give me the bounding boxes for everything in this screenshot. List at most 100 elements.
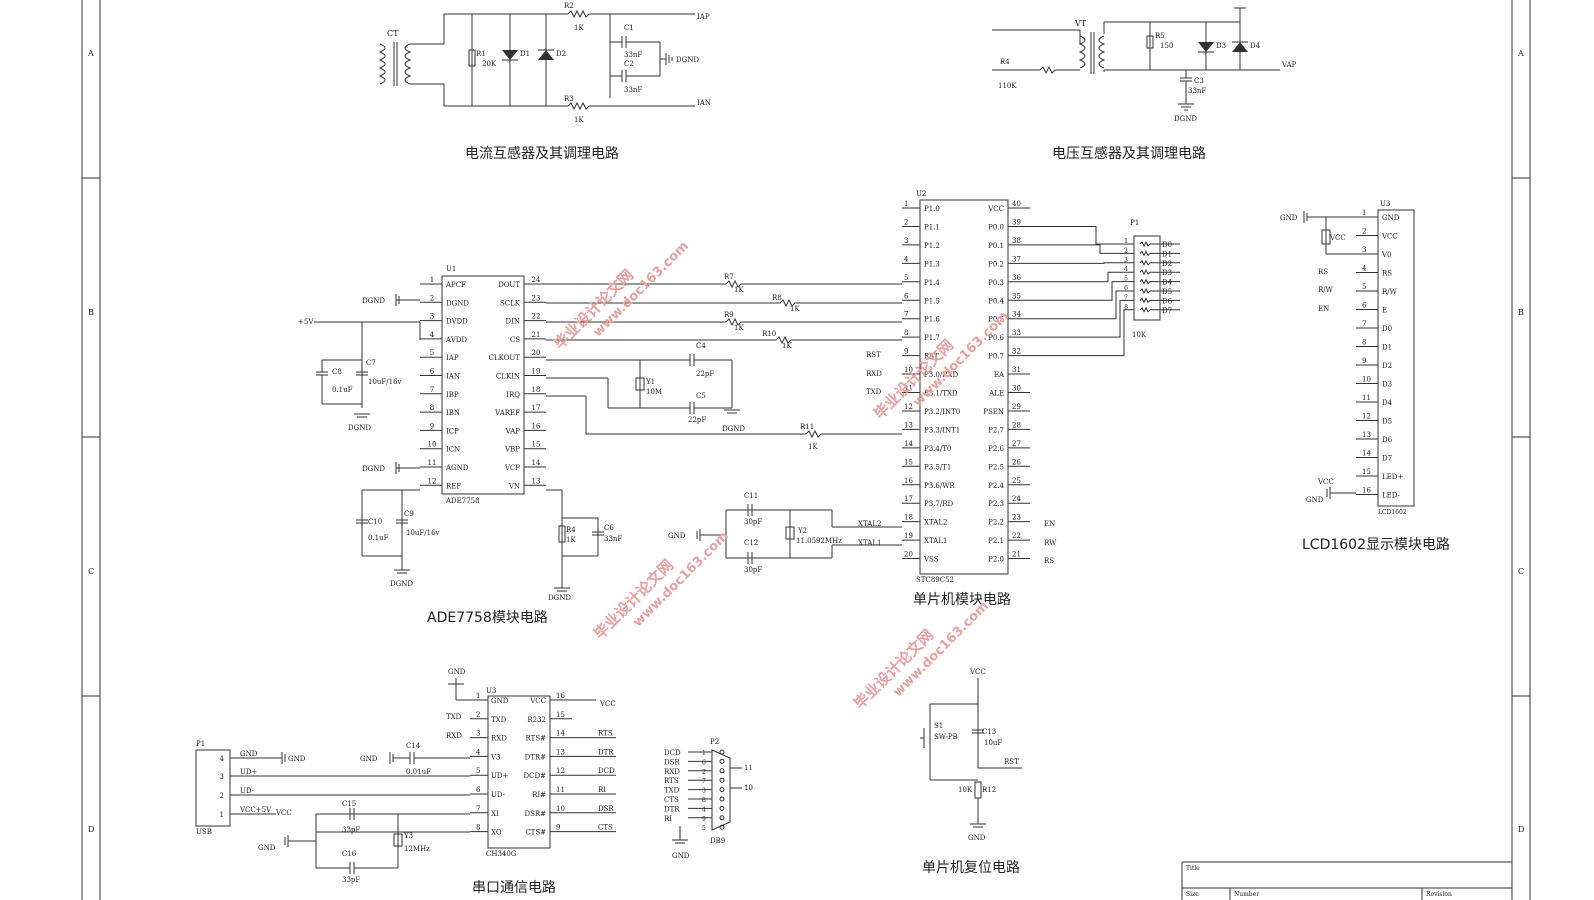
d4-ref: D4 [1250, 42, 1261, 50]
c9-value: 10uF/16v [406, 529, 440, 537]
mcu-net-rw: RW [1044, 539, 1057, 547]
db9-net-label: DTR [664, 805, 680, 813]
p1-element [1139, 297, 1151, 304]
p1-pin-number: 4 [1124, 266, 1128, 273]
mcu-pin-name: P1.5 [924, 297, 940, 305]
mcu-pin-number: 40 [1012, 200, 1021, 208]
mcu-pin-name: P3.7/RD [924, 500, 953, 508]
ch340-pin-name: XI [491, 810, 499, 818]
d3-diode [1198, 42, 1214, 52]
c2-value: 33nF [624, 86, 642, 94]
mcu-pin-number: 21 [1012, 551, 1021, 559]
mcu-pin-number: 17 [904, 495, 913, 503]
c6-value: 33nF [604, 535, 622, 543]
mcu-net-rs: RS [1044, 557, 1054, 565]
usb-pin-number: 2 [220, 792, 224, 800]
plus5v-net: +5V [298, 318, 314, 326]
p1-pin-number: 1 [1124, 238, 1128, 245]
ch340-pin-name: RI# [532, 791, 546, 799]
lcd-pin-number: 15 [1362, 468, 1371, 476]
lcd-pin-name: E [1382, 307, 1387, 315]
r12-resistor [974, 781, 982, 799]
reset-gnd: GND [968, 834, 986, 842]
y1-crystal [635, 377, 645, 391]
mcu-pin-number: 4 [904, 255, 909, 263]
mcu-pin-number: 38 [1012, 237, 1021, 245]
ch340-pin-number: 6 [476, 786, 481, 794]
ade-pin-number: 3 [430, 313, 434, 321]
y3-value: 12MHz [404, 845, 430, 853]
lcd-pin-number: 3 [1362, 246, 1366, 254]
lcd-pin-name: D4 [1382, 399, 1393, 407]
ch340-net-label: CTS [598, 824, 613, 832]
mcu-pin-name: PSEN [983, 408, 1004, 416]
r4-ref: R4 [1000, 58, 1010, 66]
y3-gnd: GND [258, 844, 276, 852]
vt-secondary-coil [1098, 35, 1106, 69]
ch340-pin-number: 3 [476, 730, 480, 738]
mcu-pin-name: VCC [987, 205, 1004, 213]
ade-pin-name: APCF [445, 281, 466, 289]
ade7758-ic [441, 275, 525, 495]
r10-ref: R10 [762, 330, 776, 338]
ade-pin-number: 14 [532, 459, 541, 467]
db9-net-label: DSR [664, 758, 680, 766]
r8-resistor [546, 298, 902, 308]
ch340-pin-name: UD- [491, 791, 506, 799]
lcd-pin-name: D1 [1382, 344, 1392, 352]
ch340-net-label: RI [598, 786, 606, 794]
db9-contact [719, 796, 725, 802]
reset-circuit: VCC S1 SW-PB C13 10uF RST R12 10K GND [920, 668, 1022, 842]
ade-pin-name: IAP [446, 354, 459, 362]
r3-value: 1K [574, 116, 584, 124]
y1-value: 10M [646, 388, 662, 396]
p1-d-net: D0 [1162, 241, 1172, 249]
ade-pin-number: 18 [532, 386, 541, 394]
title-block-revision: Revision [1426, 891, 1452, 898]
mcu-pin-name: P3.4/T0 [924, 445, 951, 453]
c11-value: 30pF [744, 518, 762, 526]
mcu-pin-number: 14 [904, 440, 913, 448]
mcu-pin-name: P0.6 [988, 334, 1004, 342]
lcd-pin-name: D5 [1382, 418, 1392, 426]
mcu-pin-name: P3.1/TXD [924, 390, 958, 398]
mcu-pin-name: VSS [923, 556, 939, 564]
ade-pin-number: 5 [430, 349, 434, 357]
ade-dgnd-c: DGND [362, 465, 385, 473]
lcd-part: LCD1602 [1378, 509, 1407, 516]
db9-contact [719, 824, 725, 830]
ade-pin-name: CLKOUT [489, 354, 521, 362]
ch340-pin-name: TXD [491, 716, 507, 724]
d1-ref: D1 [520, 50, 530, 58]
ct-dgnd: DGND [676, 56, 699, 64]
mcu-net-xtal2: XTAL2 [858, 520, 881, 528]
ade-pin-name: VBP [504, 446, 520, 454]
y3-ref: Y3 [403, 832, 413, 840]
mcu-pin-name: P1.3 [924, 260, 940, 268]
p1-element [1139, 287, 1151, 295]
ade-pin-name: VAREF [494, 409, 520, 417]
db9-contact [719, 768, 725, 774]
db9-pin-number: 1 [702, 750, 706, 757]
ch340-net-label: DSR [598, 805, 614, 813]
caption-ade7758: ADE7758模块电路 [427, 610, 548, 626]
db9-contact [719, 805, 725, 811]
row-label-c-left: C [88, 567, 94, 576]
lcd-pin-number: 8 [1362, 339, 1366, 347]
mcu-pin-name: P0.5 [988, 316, 1004, 324]
row-label-b-right: B [1518, 308, 1524, 317]
ct-secondary-coil [404, 43, 412, 85]
mcu-pin-name: P2.7 [988, 426, 1004, 434]
mcu-pin-name: P3.3/INT1 [924, 426, 960, 434]
lcd-led-vcc: VCC [1317, 478, 1334, 486]
lcd1602-module [1377, 209, 1415, 507]
ade-pin-name: AGND [445, 464, 469, 472]
ade-pin-number: 20 [532, 349, 541, 357]
ade-pin-name: VAP [505, 427, 521, 435]
caption-current-ct: 电流互感器及其调理电路 [465, 145, 619, 162]
lcd-net-rs: RS [1318, 268, 1328, 276]
sheet-border: A B C D A B C D [81, 0, 1531, 900]
mcu-pin-name: P2.0 [988, 556, 1004, 564]
